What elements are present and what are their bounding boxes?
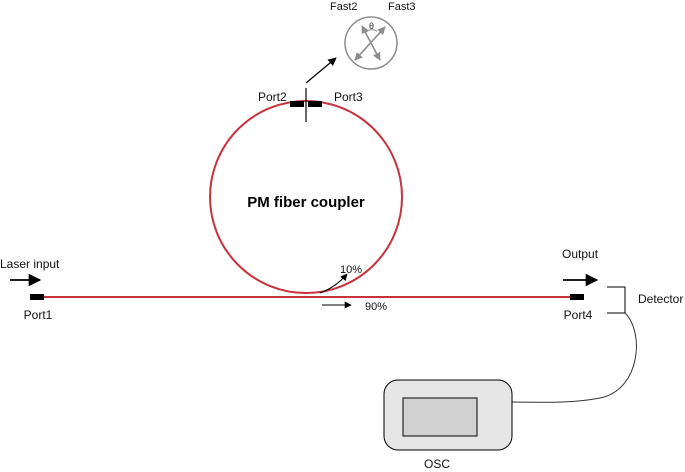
output-label: Output [562, 247, 599, 261]
ratio-10-label: 10% [340, 264, 362, 276]
inset-pointer-arrow [305, 57, 337, 84]
osc-screen [402, 397, 478, 437]
port4-label: Port4 [564, 308, 593, 322]
port3-label: Port3 [334, 90, 363, 104]
port1-label: Port1 [24, 308, 53, 322]
diagram-title: PM fiber coupler [247, 194, 365, 211]
theta-arc [365, 29, 378, 33]
polarization-inset: θ Fast2 Fast3 [330, 1, 416, 70]
fast2-label: Fast2 [330, 1, 358, 13]
detector-label: Detector [638, 292, 683, 306]
fast3-label: Fast3 [388, 1, 416, 13]
detector-bracket [607, 286, 626, 314]
fast3-axis [354, 26, 386, 61]
port2-connector [290, 101, 304, 107]
port2-label: Port2 [258, 90, 287, 104]
laser-input-label: Laser input [0, 257, 60, 271]
detector-cable [511, 312, 637, 403]
coupled-10-arrow [319, 273, 348, 294]
port3-connector [308, 101, 322, 107]
theta-label: θ [369, 21, 374, 31]
ratio-90-label: 90% [365, 301, 387, 313]
port1-connector [30, 294, 44, 300]
osc-label: OSC [424, 457, 450, 471]
port4-connector [570, 294, 584, 300]
